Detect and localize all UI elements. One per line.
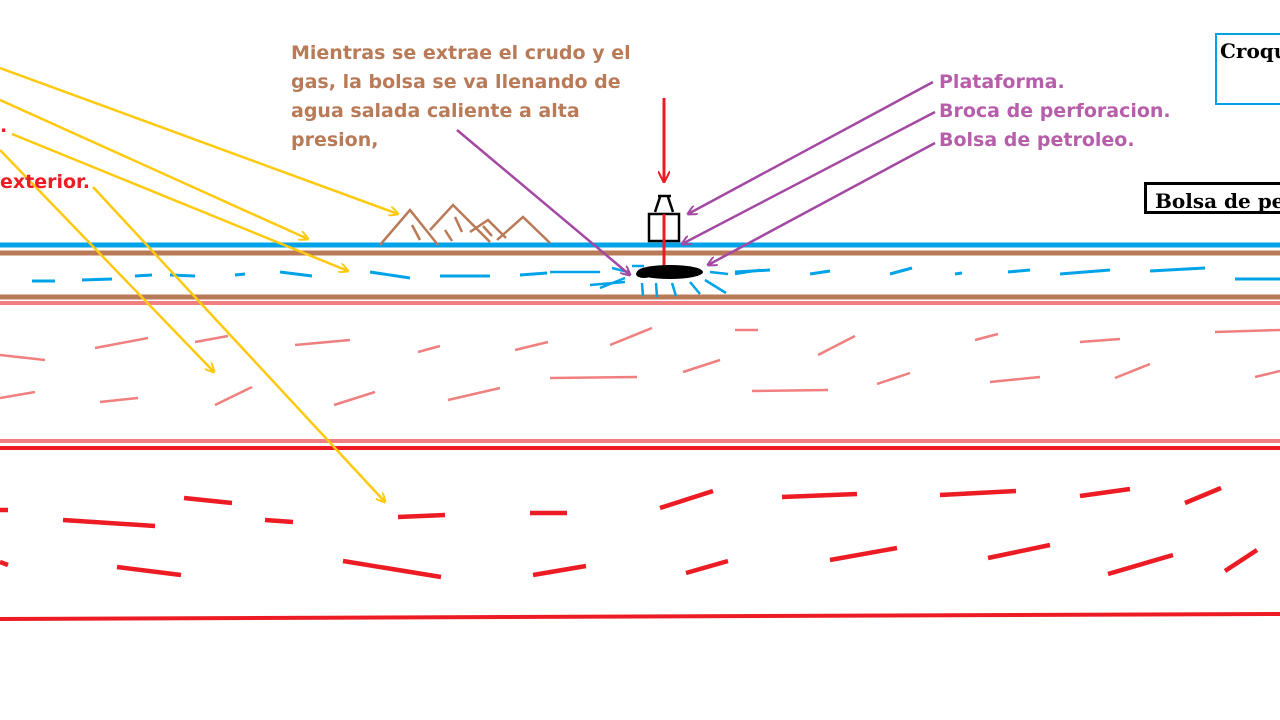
title-box: Croqu xyxy=(1215,33,1280,105)
strata-lines xyxy=(0,242,1280,621)
extraction-note-line-1: Mientras se extrae el crudo y el xyxy=(291,42,631,64)
label-bolsa: Bolsa de petroleo. xyxy=(939,129,1135,151)
drilling-platform-icon xyxy=(647,98,681,275)
subtitle-box: Bolsa de pe xyxy=(1144,182,1280,214)
yellow-pointer-arrows xyxy=(0,66,398,502)
extraction-note: Mientras se extrae el crudo y el gas, la… xyxy=(291,39,631,155)
red-layer-hatching xyxy=(0,485,1259,580)
violet-pointer-arrows xyxy=(456,80,936,275)
pink-layer-hatching xyxy=(0,326,1280,407)
label-left-red-1: . xyxy=(0,115,8,137)
label-plataforma: Plataforma. xyxy=(939,71,1065,93)
oil-pocket-icon xyxy=(550,264,761,298)
label-left-red-2: exterior. xyxy=(0,171,90,193)
extraction-note-line-4: presion, xyxy=(291,129,379,151)
subtitle-box-text: Bolsa de pe xyxy=(1155,189,1280,213)
extraction-note-line-3: agua salada caliente a alta xyxy=(291,100,580,122)
title-box-text: Croqu xyxy=(1220,39,1280,63)
extraction-note-line-2: gas, la bolsa se va llenando de xyxy=(291,71,621,93)
label-broca: Broca de perforacion. xyxy=(939,100,1171,122)
mountain-icon xyxy=(379,203,551,246)
